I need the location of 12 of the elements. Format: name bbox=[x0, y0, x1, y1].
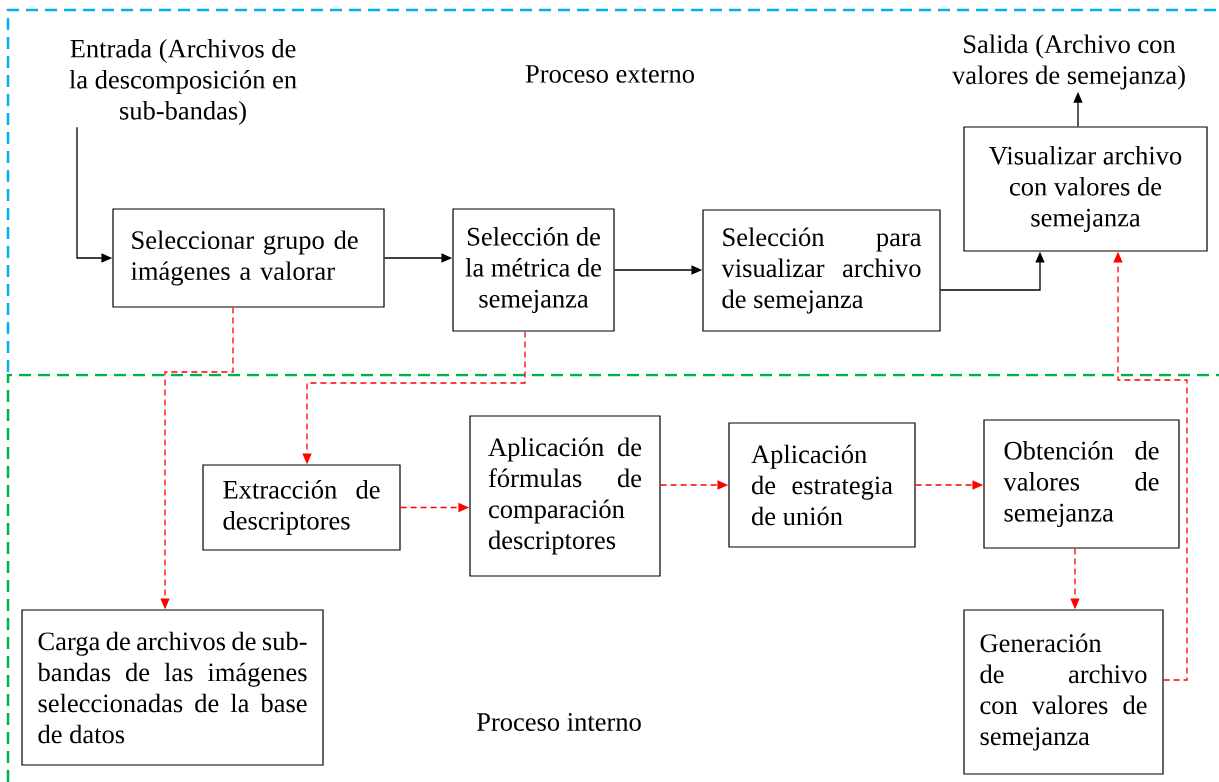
process-box: Obtención de valores de semejanza bbox=[983, 419, 1180, 549]
process-box: Selección para visualizar archivo de semejanza bbox=[702, 209, 941, 332]
process-box: Aplicación de estrategia de unión bbox=[728, 422, 916, 548]
io-label: Salida (Archivo con valores de semejanza) bbox=[952, 34, 1185, 90]
process-box: Generación de archivo con valores de semejanza bbox=[963, 609, 1164, 775]
process-box: Extracción de descriptores bbox=[202, 464, 401, 551]
process-box: Visualizar archivo con valores de semejanza bbox=[963, 126, 1208, 252]
process-box: Selección de la métrica de semejanza bbox=[452, 208, 615, 332]
process-box: Aplicación de fórmulas de comparación descriptores bbox=[469, 415, 661, 577]
process-box: Seleccionar grupo de imágenes a valorar bbox=[112, 208, 385, 308]
io-label: Entrada (Archivos de la descomposición en sub-bandas) bbox=[69, 39, 297, 125]
process-box: Carga de archivos de sub-bandas de las imágenes seleccionadas de la base de datos bbox=[21, 609, 324, 766]
